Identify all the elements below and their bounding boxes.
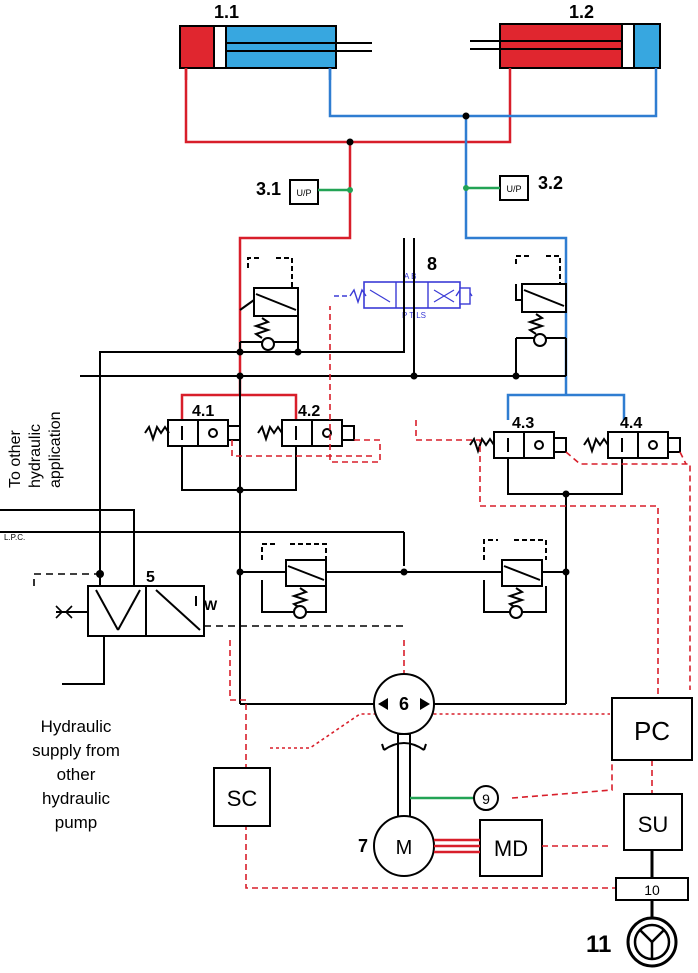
motor-driver-label: MD: [494, 836, 528, 861]
blue-pressure-lines: [328, 68, 658, 420]
pump-6-label: 6: [399, 694, 409, 714]
solenoid-valve-4-1: [144, 419, 241, 447]
motor-7-label: 7: [358, 836, 368, 856]
supply-line-5: pump: [55, 813, 98, 832]
valve-4-1-label: 4.1: [192, 403, 214, 420]
relief-valve-right-upper: [515, 255, 567, 347]
transducer-3-1-label: 3.1: [256, 179, 281, 199]
solenoid-outlet-lines: [181, 376, 623, 705]
su-box: [623, 793, 683, 878]
supply-line-2: supply from: [32, 741, 120, 760]
transducer-3-1-text: U/P: [296, 188, 311, 198]
side-text-line-1: To other: [7, 430, 24, 488]
solenoid-valve-4-4: [583, 431, 681, 459]
solenoid-valve-4-3: [469, 431, 567, 459]
svg-text:W: W: [204, 597, 218, 613]
tank-return-lines: [0, 238, 567, 620]
cylinder-1-1: [179, 25, 372, 80]
speed-controller-box: [213, 767, 271, 827]
cylinder-1-2: [470, 23, 661, 69]
relief-valve-left-upper: [239, 257, 299, 351]
junction-dot: [346, 138, 354, 146]
pc-label: PC: [634, 716, 670, 746]
relief-valve-left-lower: [261, 543, 327, 619]
svg-text:A B: A B: [404, 272, 416, 281]
motor-driver-box: [434, 819, 610, 877]
su-label: SU: [638, 812, 669, 837]
red-pressure-lines: [180, 68, 512, 420]
cylinder-1-2-label: 1.2: [569, 2, 594, 22]
side-text-line-3: application: [47, 412, 64, 489]
valve-4-4-label: 4.4: [620, 415, 642, 432]
junction-dot: [462, 112, 470, 120]
valve-8-label: 8: [427, 254, 437, 274]
sc-label: SC: [227, 786, 258, 811]
supply-line-1: Hydraulic: [41, 717, 112, 736]
supply-line-4: hydraulic: [42, 789, 111, 808]
supply-line-3: other: [57, 765, 96, 784]
encoder-10: [615, 877, 689, 918]
lpc-label: L.P.C.: [4, 533, 25, 542]
supply-text: Hydraulic supply from other hydraulic pu…: [32, 717, 120, 832]
solenoid-valve-4-2: [257, 419, 355, 447]
wheel-11-label: 11: [586, 931, 611, 958]
relief-valve-right-lower: [483, 539, 547, 619]
transducer-3-1: U/P: [289, 179, 353, 205]
motor-m-label: M: [396, 837, 413, 859]
side-text-line-2: hydraulic: [27, 424, 44, 488]
transducer-3-2-label: 3.2: [538, 173, 563, 193]
transducer-3-2-text: U/P: [506, 184, 521, 194]
valve-4-2-label: 4.2: [298, 403, 320, 420]
directional-valve-5: W: [33, 570, 404, 685]
sensor-9: [410, 785, 499, 811]
sensor-9-label: 9: [482, 791, 490, 807]
encoder-10-label: 10: [644, 882, 660, 898]
control-signal-lines: [229, 306, 691, 889]
valve-4-3-label: 4.3: [512, 415, 534, 432]
cylinder-1-1-label: 1.1: [214, 2, 239, 22]
steering-wheel-icon: [626, 916, 678, 968]
pc-box: [611, 697, 693, 761]
transducer-3-2: U/P: [463, 175, 529, 201]
side-text-other-application: To other hydraulic application: [7, 412, 64, 489]
valve-5-label: 5: [146, 569, 155, 586]
